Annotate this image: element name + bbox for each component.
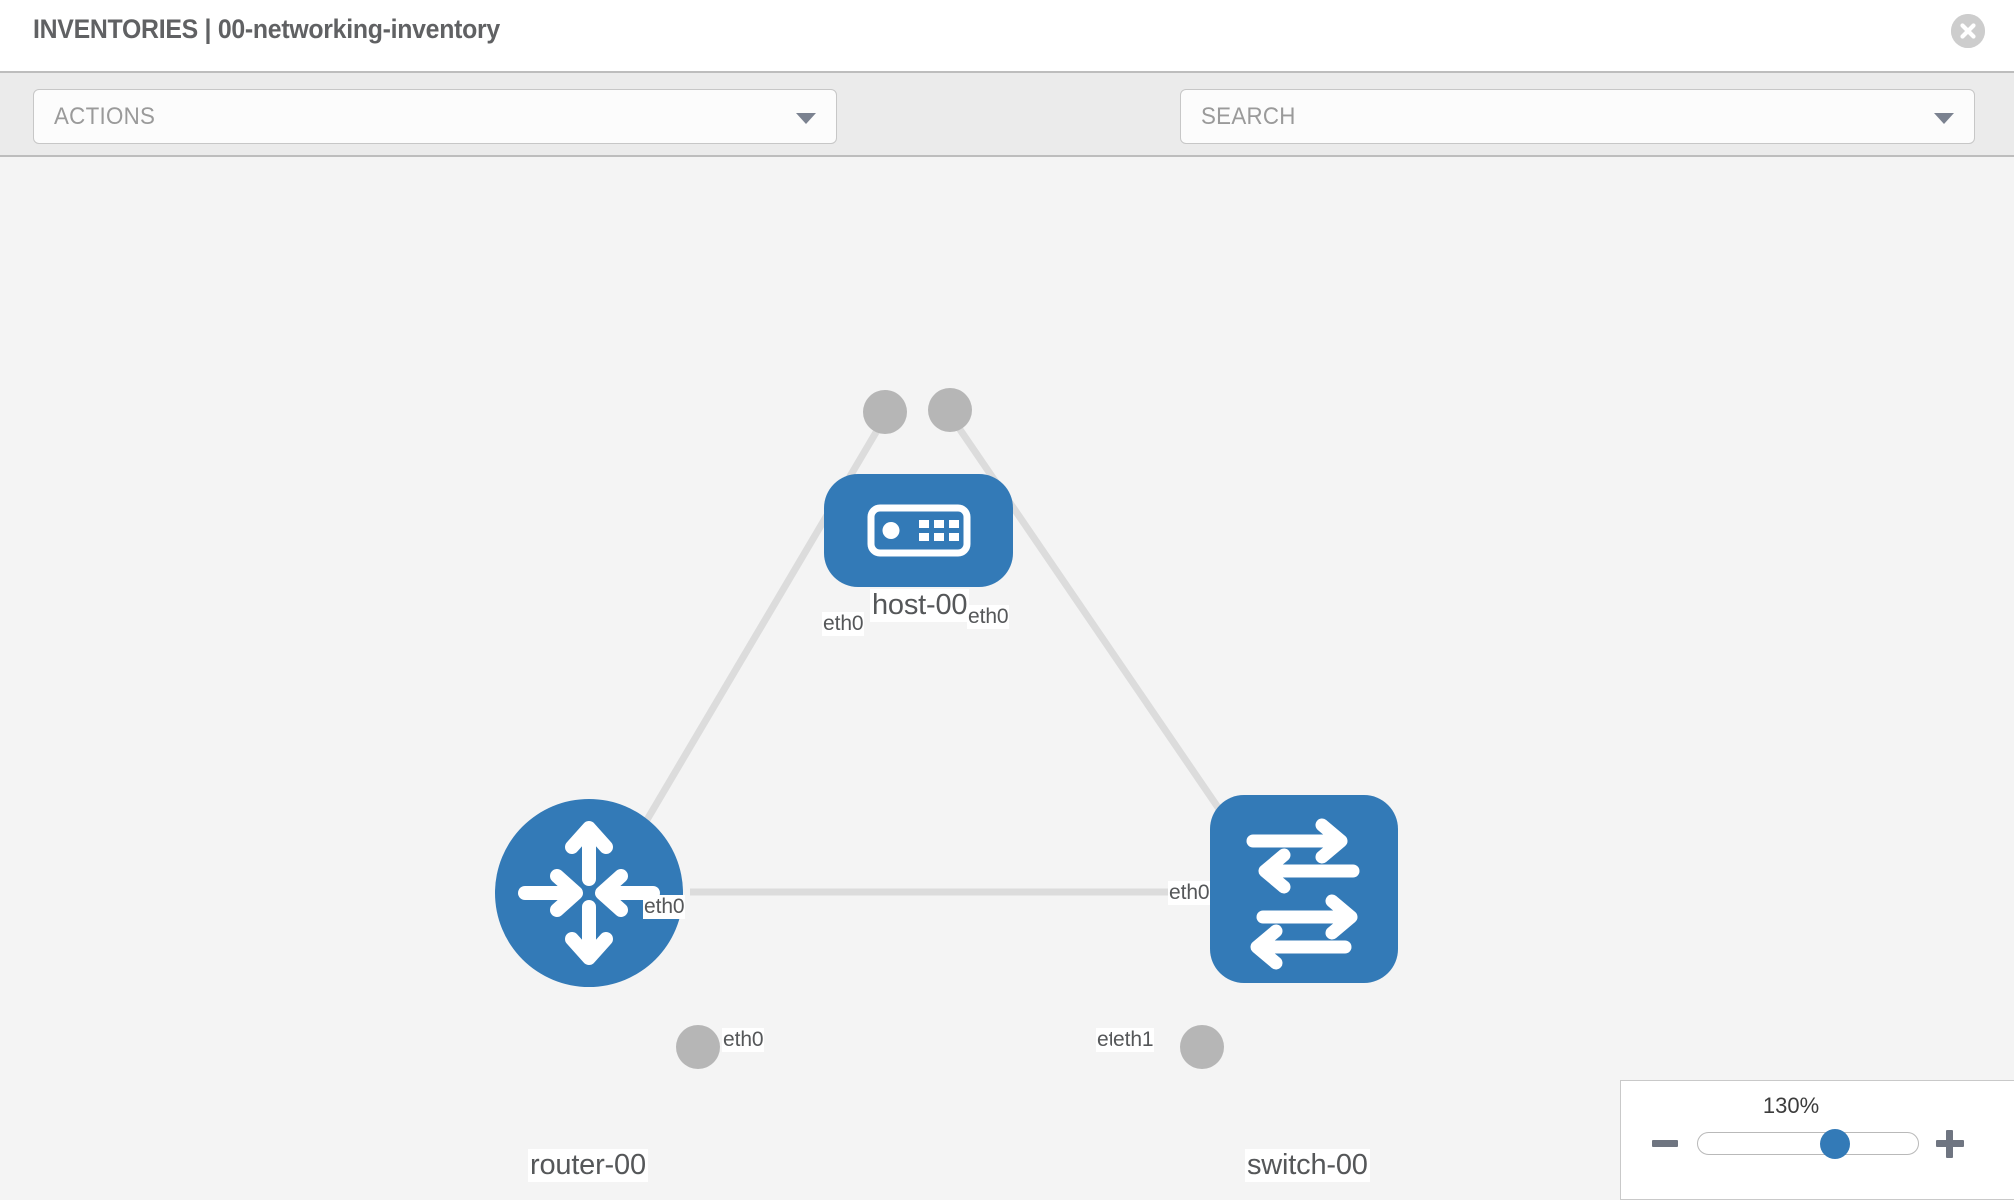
edge-label-host-left: eth0 <box>822 612 865 636</box>
search-placeholder: SEARCH <box>1201 103 1296 130</box>
node-switch-00 <box>1210 795 1398 983</box>
node-host-00 <box>824 474 1013 587</box>
edge-label-switch-left: eth1 <box>1112 1028 1155 1052</box>
page-header: INVENTORIES | 00-networking-inventory <box>0 0 2014 71</box>
zoom-out-button[interactable] <box>1652 1140 1678 1147</box>
zoom-slider-handle[interactable] <box>1819 1129 1850 1159</box>
actions-dropdown[interactable]: ACTIONS <box>33 89 837 144</box>
topology-canvas[interactable]: host-00 router-00 switch-00 eth0 eth0 et… <box>0 157 2014 1200</box>
connector-switch-left <box>1180 1025 1224 1069</box>
edge-label-switch-up: eth0 <box>1168 881 1211 905</box>
connector-router-right <box>676 1025 720 1069</box>
edge-label-host-right: eth0 <box>967 605 1010 629</box>
chevron-down-icon[interactable] <box>1934 112 1954 124</box>
zoom-control-panel: 130% <box>1620 1080 2014 1200</box>
zoom-slider-track[interactable] <box>1697 1132 1919 1155</box>
edge-label-router-right: eth0 <box>722 1028 765 1052</box>
search-input[interactable]: SEARCH <box>1180 89 1975 144</box>
actions-dropdown-label: ACTIONS <box>54 103 156 130</box>
node-label-host-00: host-00 <box>870 589 970 622</box>
chevron-down-icon <box>796 112 816 124</box>
connector-host-right <box>928 388 972 432</box>
connector-host-left <box>863 390 907 434</box>
toolbar: ACTIONS SEARCH <box>0 71 2014 203</box>
node-router-00 <box>495 799 683 987</box>
close-icon[interactable] <box>1951 14 1985 48</box>
zoom-level-label: 130% <box>1762 1093 1820 1118</box>
node-label-switch-00: switch-00 <box>1245 1149 1370 1182</box>
zoom-in-button[interactable] <box>1936 1130 1964 1158</box>
edge-label-router-up: eth0 <box>643 895 686 919</box>
page-title: INVENTORIES | 00-networking-inventory <box>33 14 500 44</box>
node-label-router-00: router-00 <box>528 1149 648 1182</box>
